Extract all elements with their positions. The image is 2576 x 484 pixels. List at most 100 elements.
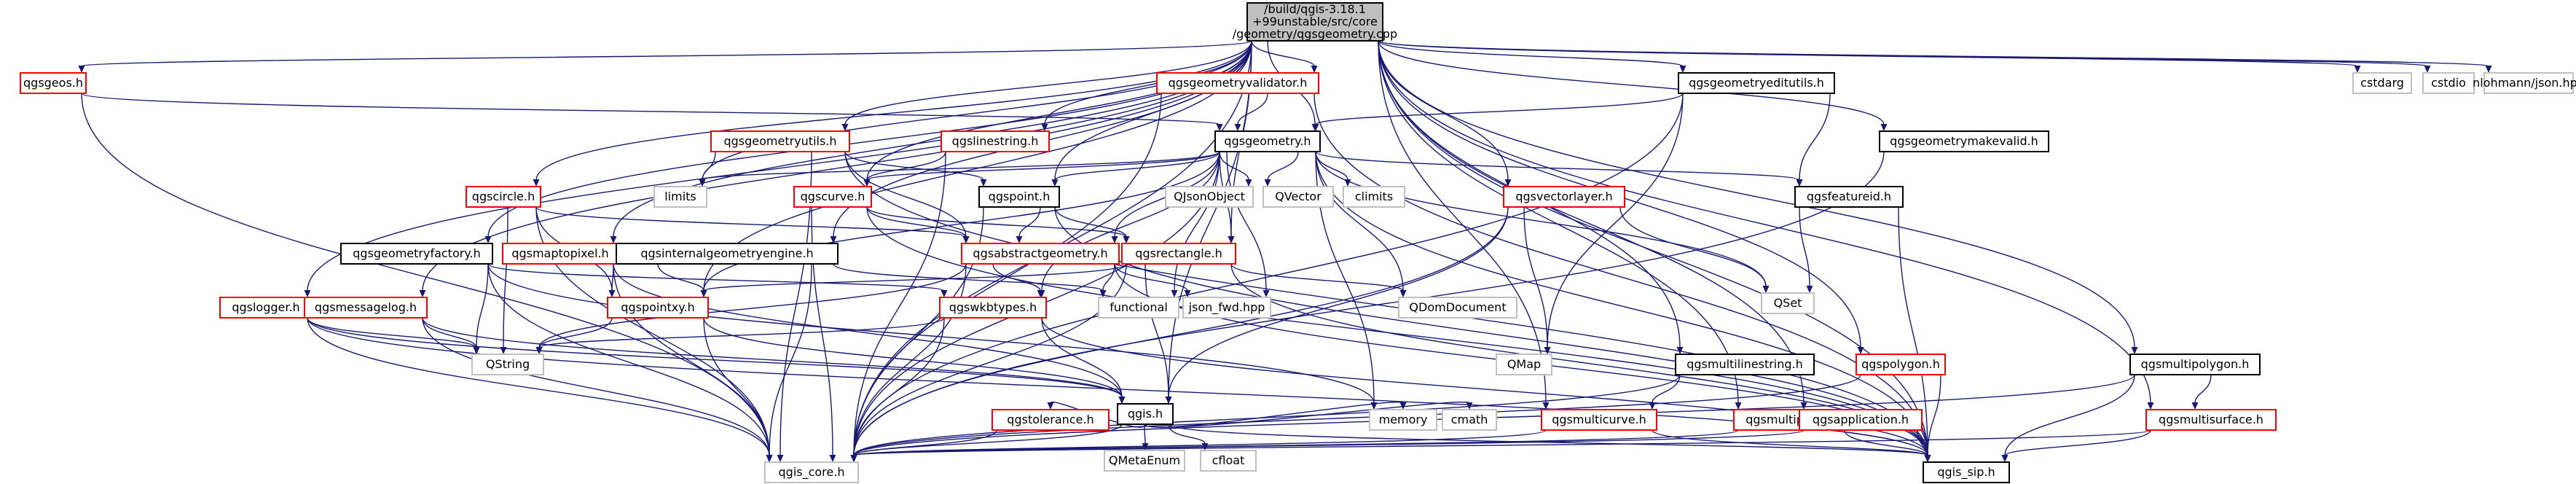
edge-arrowhead — [1399, 402, 1407, 410]
edge-arrowhead — [2147, 402, 2154, 410]
edge-arrowhead — [980, 179, 987, 187]
node-qgsfeatureid[interactable]: qgsfeatureid.h — [1794, 186, 1904, 208]
node-json[interactable]: nlohmann/json.hpp — [2473, 72, 2576, 94]
node-box — [1121, 243, 1236, 265]
edge-qgsmessagelog-to-qgis — [422, 317, 1123, 398]
node-qmap[interactable]: QMap — [1496, 354, 1552, 375]
node-label: /build/qgis-3.18.1 — [1264, 2, 1366, 16]
node-label: qgswkbtypes.h — [949, 300, 1037, 314]
edge-arrowhead — [533, 179, 540, 187]
edge-qgsabstractgeometry-to-functional — [1102, 263, 1115, 292]
edge-qgspolygon-to-qgis_sip — [1927, 374, 1941, 456]
node-qgis_core[interactable]: qgis_core.h — [764, 461, 859, 483]
node-cmath[interactable]: cmath — [1442, 409, 1497, 431]
node-label: json_fwd.hpp — [1188, 300, 1265, 315]
node-qgsgeometryeditutils[interactable]: qgsgeometryeditutils.h — [1678, 72, 1835, 94]
node-json_fwd[interactable]: json_fwd.hpp — [1182, 297, 1271, 319]
node-qgsmessagelog[interactable]: qgsmessagelog.h — [304, 297, 428, 319]
edge-qgsgeometry-to-qgspointxy — [703, 151, 1220, 292]
node-cstdio[interactable]: cstdio — [2422, 72, 2475, 94]
node-label: QMap — [1507, 357, 1541, 371]
edge-qgspolygon-to-qgis_core — [853, 374, 1861, 456]
edge-arrowhead — [1099, 290, 1107, 297]
edge-qgsgeometryutils-to-limits — [702, 151, 716, 181]
node-label: QSet — [1774, 296, 1802, 310]
edge-arrowhead — [1165, 397, 1172, 404]
node-box — [219, 297, 313, 319]
edge-arrowhead — [850, 455, 857, 462]
node-qgsmaptopixel[interactable]: qgsmaptopixel.h — [502, 243, 619, 265]
edge-qgsmultilinestring-to-qgsmulticurve — [1652, 374, 1681, 404]
node-qgsgeometrymakevalid[interactable]: qgsgeometrymakevalid.h — [1879, 130, 2049, 152]
node-box — [1794, 186, 1904, 208]
node-box — [2422, 72, 2475, 94]
node-qgsgeometry[interactable]: qgsgeometry.h — [1214, 130, 1321, 152]
node-qmetaenum[interactable]: QMetaEnum — [1104, 450, 1185, 472]
node-box — [340, 243, 493, 265]
edge-qgsmultisurface-to-qgis_core — [853, 429, 2151, 456]
edge-qgstolerance-to-qgis_core — [853, 429, 997, 456]
node-functional[interactable]: functional — [1098, 297, 1179, 319]
node-qgis[interactable]: qgis.h — [1117, 403, 1174, 425]
node-qset[interactable]: QSet — [1761, 292, 1815, 314]
node-qjsonobject[interactable]: QJsonObject — [1165, 186, 1254, 208]
node-box — [20, 72, 87, 94]
edge-qgslogger-to-qstring — [307, 317, 477, 348]
node-root[interactable]: /build/qgis-3.18.1+99unstable/src/core/g… — [1233, 2, 1397, 42]
node-qgspoint[interactable]: qgspoint.h — [978, 186, 1060, 208]
node-box — [1442, 409, 1497, 431]
node-qvector[interactable]: QVector — [1263, 186, 1334, 208]
edge-arrowhead — [699, 179, 706, 187]
node-qgsgeometryfactory[interactable]: qgsgeometryfactory.h — [340, 243, 493, 265]
node-qgsmultilinestring[interactable]: qgsmultilinestring.h — [1675, 354, 1815, 375]
edge-qgsrectangle-to-qgspointxy — [703, 263, 1127, 292]
edge-qgsvectorlayer-to-qgis_core — [853, 206, 1509, 456]
node-qgsgeometryutils[interactable]: qgsgeometryutils.h — [710, 130, 850, 152]
node-limits[interactable]: limits — [653, 186, 707, 208]
edge-arrowhead — [1184, 290, 1191, 297]
node-qgscircle[interactable]: qgscircle.h — [466, 186, 541, 208]
node-qgsapplication[interactable]: qgsapplication.h — [1799, 409, 1923, 431]
node-qgslogger[interactable]: qgslogger.h — [219, 297, 313, 319]
node-memory[interactable]: memory — [1369, 409, 1437, 431]
node-qgsgeometryvalidator[interactable]: qgsgeometryvalidator.h — [1156, 72, 1319, 94]
edge-arrowhead — [419, 290, 426, 297]
node-qstring[interactable]: QString — [471, 354, 544, 375]
node-qgsmultipolygon[interactable]: qgsmultipolygon.h — [2129, 354, 2261, 375]
node-cfloat[interactable]: cfloat — [1200, 450, 1257, 472]
node-qgstolerance[interactable]: qgstolerance.h — [991, 409, 1110, 431]
node-qgsgeos[interactable]: qgsgeos.h — [20, 72, 87, 94]
node-label: QVector — [1275, 190, 1322, 203]
node-qgspointxy[interactable]: qgspointxy.h — [607, 297, 709, 319]
node-qgswkbtypes[interactable]: qgswkbtypes.h — [939, 297, 1047, 319]
node-qgsmultisurface[interactable]: qgsmultisurface.h — [2145, 409, 2277, 431]
edge-arrowhead — [535, 347, 543, 354]
node-qgsabstractgeometry[interactable]: qgsabstractgeometry.h — [961, 243, 1120, 265]
node-label: qgscurve.h — [801, 190, 865, 203]
node-box — [764, 461, 859, 483]
edge-qgsgeometry-to-qdomdocument — [1315, 151, 1404, 292]
edge-arrowhead — [1806, 286, 1813, 293]
edge-qgspointxy-to-qstring — [538, 317, 613, 348]
node-qgsmulticurve[interactable]: qgsmulticurve.h — [1541, 409, 1657, 431]
edge-arrowhead — [78, 66, 85, 73]
node-label: qgspoint.h — [989, 190, 1051, 203]
node-qdomdocument[interactable]: QDomDocument — [1398, 297, 1517, 319]
node-qgsvectorlayer[interactable]: qgsvectorlayer.h — [1503, 186, 1625, 208]
node-box — [1503, 186, 1625, 208]
node-qgsinternalgeometryengine[interactable]: qgsinternalgeometryengine.h — [616, 243, 839, 265]
node-label: QMetaEnum — [1109, 453, 1180, 467]
node-label: qgsabstractgeometry.h — [973, 246, 1107, 260]
edge-qgspointxy-to-qgis — [703, 317, 1123, 398]
node-qgscurve[interactable]: qgscurve.h — [793, 186, 872, 208]
node-qgslinestring[interactable]: qgslinestring.h — [941, 130, 1050, 152]
node-qgis_sip[interactable]: qgis_sip.h — [1923, 461, 2010, 483]
node-label: qgis.h — [1128, 407, 1163, 421]
node-qgspolygon[interactable]: qgspolygon.h — [1856, 354, 1946, 375]
edge-arrowhead — [1041, 124, 1048, 131]
edge-qgsinternalgeometryengine-to-functional — [833, 263, 1104, 292]
node-climits[interactable]: climits — [1343, 186, 1405, 208]
edge-arrowhead — [1142, 443, 1149, 450]
node-qgsrectangle[interactable]: qgsrectangle.h — [1121, 243, 1236, 265]
node-cstdarg[interactable]: cstdarg — [2352, 72, 2412, 94]
